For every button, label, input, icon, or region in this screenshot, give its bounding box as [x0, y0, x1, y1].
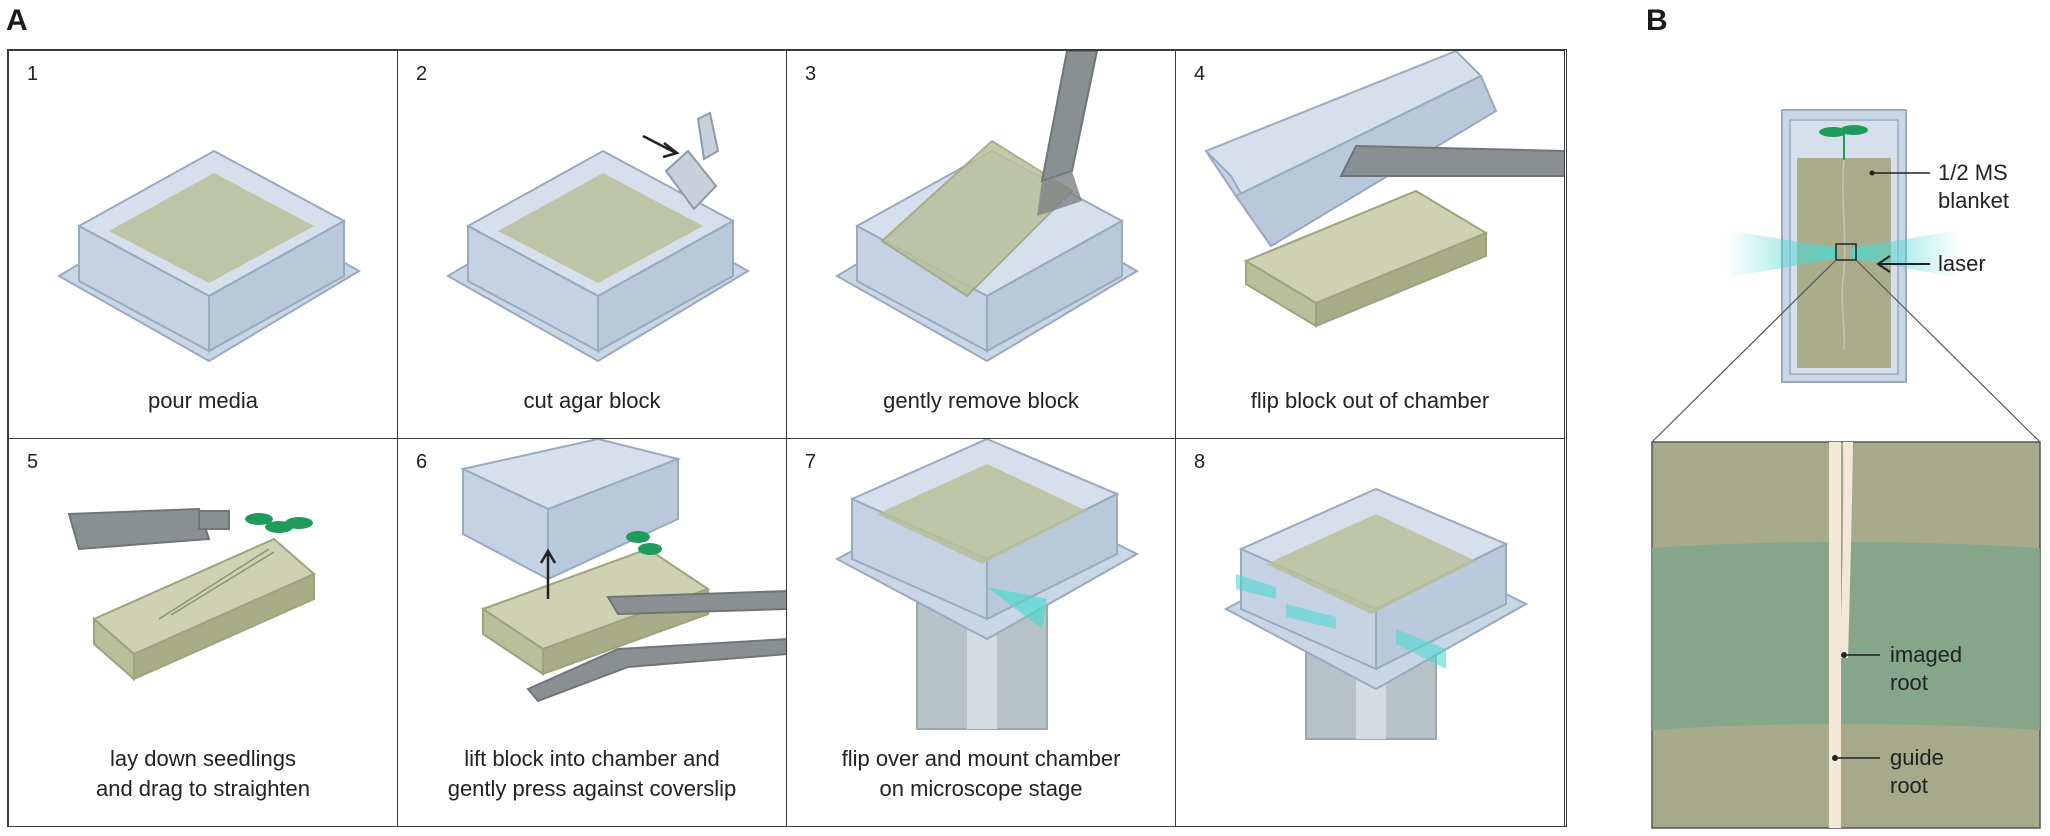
- step-8-illustration: [1223, 487, 1529, 740]
- step-2-cell: 2 cut agar block: [397, 50, 787, 439]
- step-1-number: 1: [27, 63, 39, 85]
- step-8-cell: 8: [1175, 438, 1565, 827]
- step-4-illustration: [1204, 51, 1564, 328]
- label-guide-line2: root: [1890, 773, 1928, 798]
- step-8-number: 8: [1194, 451, 1206, 473]
- label-guide-line1: guide: [1890, 745, 1944, 770]
- step-3-number: 3: [805, 63, 817, 85]
- seedling-leaf: [1819, 127, 1847, 137]
- step-4-caption: flip block out of chamber: [1250, 388, 1490, 413]
- step-3-illustration: [835, 51, 1139, 363]
- step-5-caption: lay down seedlings and drag to straighte…: [95, 746, 311, 801]
- step-1-caption: pour media: [147, 388, 259, 413]
- panel-b-letter: B: [1646, 4, 1668, 37]
- step-1-cell: 1 pour media: [8, 50, 398, 439]
- step-7-number: 7: [805, 451, 817, 473]
- step-1-illustration: [57, 149, 361, 363]
- step-6-number: 6: [416, 451, 428, 473]
- step-5-cell: 5 lay down seedlings and drag to straigh…: [8, 438, 398, 827]
- label-imaged-line2: root: [1890, 670, 1928, 695]
- step-2-caption: cut agar block: [523, 388, 661, 413]
- step-2-number: 2: [416, 63, 428, 85]
- step-5-illustration: [67, 507, 316, 682]
- label-imaged-line1: imaged: [1890, 642, 1962, 667]
- imaging-region-box: [1835, 243, 1857, 261]
- step-6-illustration: [459, 439, 786, 703]
- laser-beam-left: [1725, 230, 1838, 278]
- step-6-cell: 6 lift block into chamber and gently pre…: [397, 438, 787, 827]
- step-7-illustration: [834, 439, 1140, 730]
- label-laser: laser: [1938, 251, 1986, 276]
- step-5-number: 5: [27, 451, 39, 473]
- step-grid: 1 pour media 2 cut agar block 3: [7, 49, 1567, 827]
- step-4-cell: 4 flip block out of chamber: [1175, 50, 1565, 439]
- label-blanket-line2: blanket: [1938, 188, 2009, 213]
- step-6-caption: lift block into chamber and gently press…: [447, 746, 737, 801]
- panel-b-diagram: 1/2 MS blanket laser imaged root guide r…: [1651, 109, 2041, 829]
- step-3-caption: gently remove block: [883, 388, 1079, 413]
- laser-beam-right: [1852, 230, 1960, 278]
- label-blanket-line1: 1/2 MS: [1938, 160, 2008, 185]
- guide-root: [1829, 442, 1841, 828]
- step-7-cell: 7 flip over and mount chamber on microsc…: [786, 438, 1176, 827]
- step-7-caption: flip over and mount chamber on microscop…: [841, 746, 1121, 801]
- step-2-illustration: [446, 111, 750, 363]
- step-4-number: 4: [1194, 63, 1206, 85]
- imaged-root: [1840, 442, 1853, 658]
- step-3-cell: 3 gently remove block: [786, 50, 1176, 439]
- panel-a-letter: A: [6, 4, 28, 37]
